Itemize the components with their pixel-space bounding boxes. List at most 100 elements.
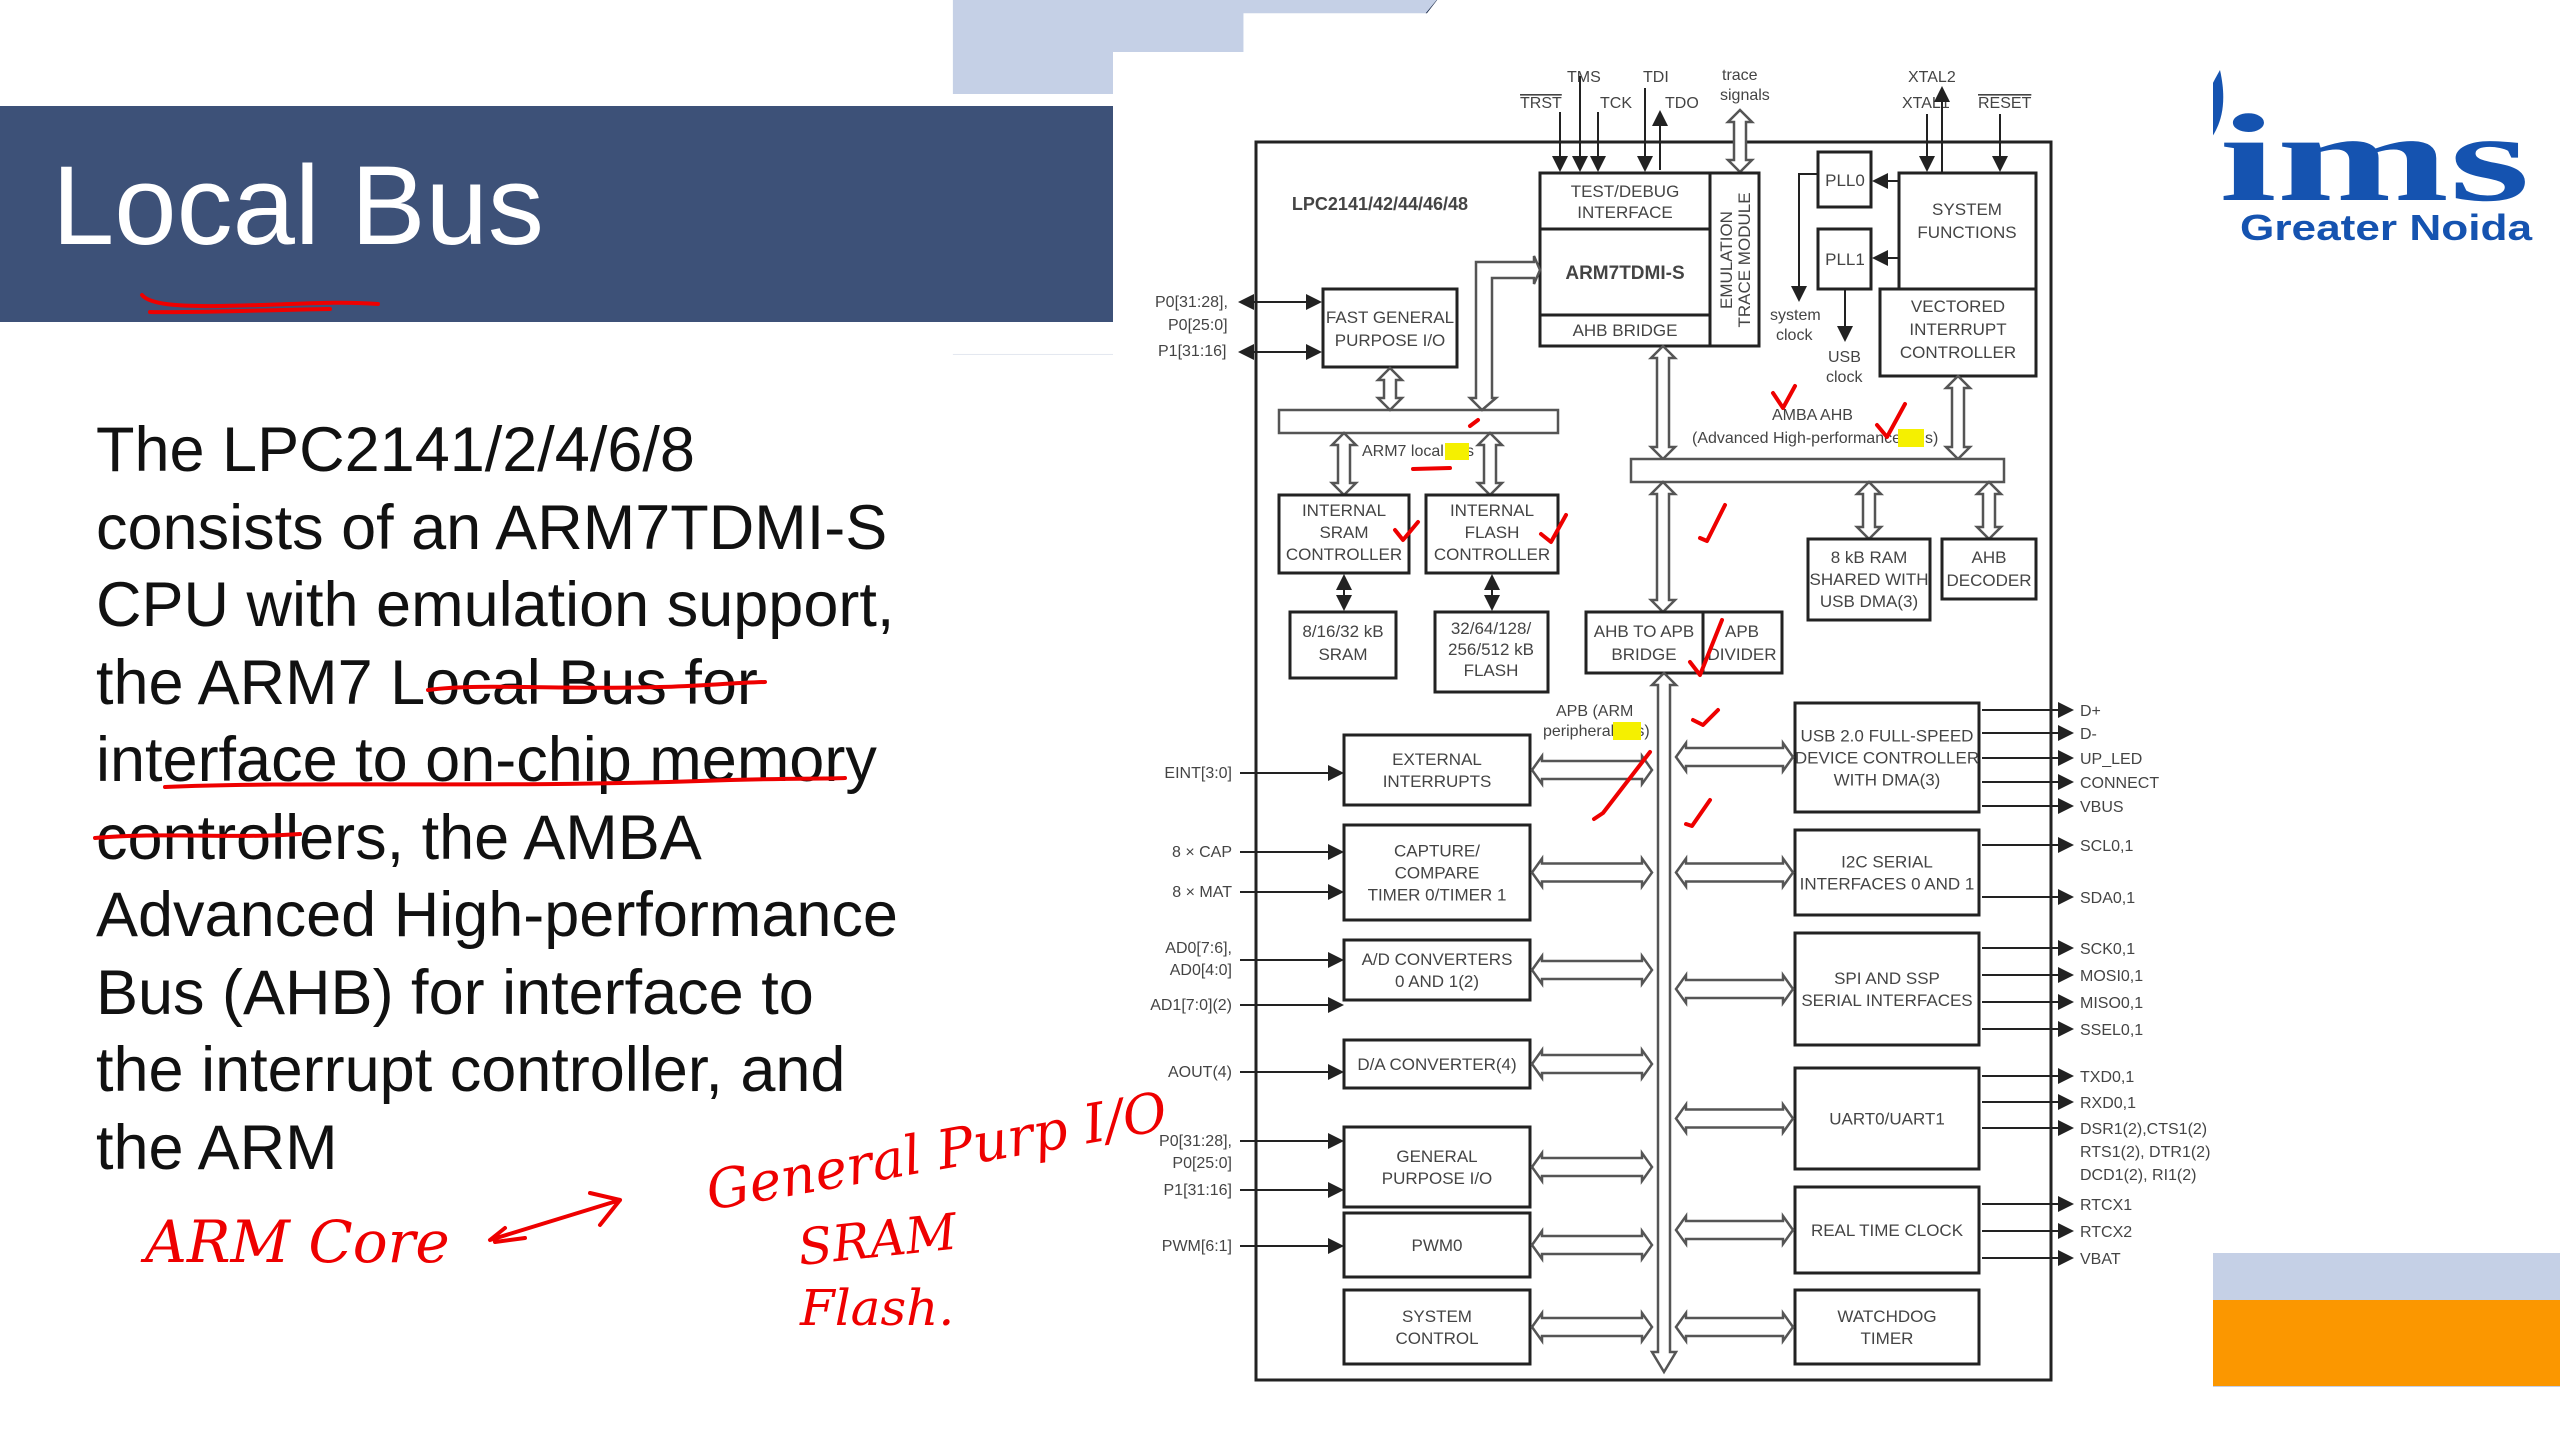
peripheral-label: I2C SERIAL (1841, 853, 1933, 872)
svg-text:(Advanced High-performance Bus: (Advanced High-performance Bus) (1692, 430, 1938, 447)
pin-label: SDA0,1 (2080, 890, 2135, 907)
chip-label: LPC2141/42/44/46/48 (1292, 194, 1468, 214)
peripheral-label: CONTROL (1395, 1329, 1478, 1348)
logo-subtitle: Greater Noida (2240, 207, 2533, 248)
body-line: The LPC2141/2/4/6/8 (96, 415, 695, 485)
svg-text:P0[31:28],: P0[31:28], (1155, 294, 1228, 311)
bus-connector (1530, 1309, 1654, 1345)
svg-text:CONTROLLER: CONTROLLER (1434, 545, 1550, 564)
peripheral-label: WATCHDOG (1837, 1307, 1936, 1326)
body-line: Advanced High-performance (96, 880, 898, 950)
check-mark (1691, 708, 1720, 727)
svg-text:INTERNAL: INTERNAL (1302, 501, 1386, 520)
peripheral-label: EXTERNAL (1392, 750, 1482, 769)
svg-text:BRIDGE: BRIDGE (1611, 645, 1676, 664)
pin-label: 8 × CAP (1172, 844, 1232, 861)
check-mark (1875, 402, 1907, 439)
underline-controllers (93, 832, 302, 840)
arm-core-arrow (488, 1191, 622, 1244)
svg-text:clock: clock (1776, 327, 1813, 344)
svg-text:256/512 kB: 256/512 kB (1448, 640, 1534, 659)
peripheral-label: CAPTURE/ (1394, 842, 1480, 861)
underline-local-bus-label (1411, 466, 1452, 471)
peripheral-label: A/D CONVERTERS (1362, 950, 1513, 969)
peripheral-label: GENERAL (1396, 1147, 1477, 1166)
pin-tms: TMS (1567, 69, 1601, 86)
svg-text:APB (ARM: APB (ARM (1556, 703, 1633, 720)
check-mark (1698, 503, 1727, 543)
svg-text:AHB: AHB (1972, 548, 2007, 567)
svg-text:INTERNAL: INTERNAL (1450, 501, 1534, 520)
svg-text:AHB BRIDGE: AHB BRIDGE (1573, 321, 1678, 340)
title-bar (0, 106, 1137, 322)
pin-label: UP_LED (2080, 751, 2142, 768)
corner-decor-orange (2207, 1300, 2560, 1386)
underline-local-bus (426, 680, 767, 692)
pin-label: D+ (2080, 703, 2101, 720)
slide-body-text: The LPC2141/2/4/6/8 consists of an ARM7T… (96, 412, 1096, 1187)
cpu-label: ARM7TDMI-S (1565, 263, 1684, 284)
pin-label: DSR1(2),CTS1(2) (2080, 1121, 2207, 1138)
svg-text:system: system (1770, 307, 1821, 324)
pin-label: CONNECT (2080, 775, 2159, 792)
svg-text:INTERFACE: INTERFACE (1577, 203, 1672, 222)
svg-text:FUNCTIONS: FUNCTIONS (1917, 223, 2016, 242)
svg-text:FLASH: FLASH (1464, 661, 1519, 680)
peripheral-label: TIMER 0/TIMER 1 (1368, 886, 1507, 905)
svg-text:USB DMA(3): USB DMA(3) (1820, 592, 1918, 611)
pin-label: SCL0,1 (2080, 838, 2133, 855)
svg-text:APB: APB (1725, 622, 1759, 641)
annotation-flash: Flash. (799, 1279, 954, 1337)
peripheral-label: D/A CONVERTER(4) (1357, 1055, 1516, 1074)
svg-text:FAST GENERAL: FAST GENERAL (1326, 308, 1454, 327)
annotation-gpio: General Purp I/O (701, 1080, 1172, 1223)
svg-text:P1[31:16]: P1[31:16] (1158, 343, 1227, 360)
svg-text:DECODER: DECODER (1946, 571, 2031, 590)
peripheral-label: UART0/UART1 (1829, 1110, 1945, 1129)
peripheral-label: DEVICE CONTROLLER (1795, 749, 1979, 768)
svg-text:P0[25:0]: P0[25:0] (1168, 317, 1228, 334)
pin-tdo: TDO (1665, 95, 1699, 112)
svg-text:PURPOSE I/O: PURPOSE I/O (1335, 331, 1446, 350)
jtag-pins: TMS TDI TRST TCK TDO trace signals XTAL2… (1520, 67, 2032, 174)
annotation-arm-core: ARM Core (140, 1208, 450, 1276)
bus-connector (1674, 1309, 1795, 1345)
trace-label: trace (1722, 67, 1758, 84)
check-mark (1771, 384, 1797, 410)
bus-connector (1674, 1100, 1795, 1137)
cpu-block: TEST/DEBUG INTERFACE ARM7TDMI-S AHB BRID… (1538, 171, 1761, 348)
svg-text:8 kB RAM: 8 kB RAM (1831, 548, 1908, 567)
svg-text:SYSTEM: SYSTEM (1932, 200, 2002, 219)
bus-connector (1530, 854, 1654, 891)
pin-label: P0[25:0] (1172, 1155, 1232, 1172)
pin-label: VBAT (2080, 1251, 2121, 1268)
check-mark (1592, 750, 1652, 821)
pin-label: EINT[3:0] (1164, 765, 1232, 782)
bus-connector (1530, 1227, 1654, 1263)
apb-bus: APB (ARM peripheral bus) (1543, 671, 1680, 1375)
peripheral-label: PWM0 (1412, 1236, 1463, 1255)
svg-text:TEST/DEBUG: TEST/DEBUG (1571, 182, 1680, 201)
pin-label: RXD0,1 (2080, 1095, 2136, 1112)
svg-text:USB: USB (1828, 349, 1861, 366)
pin-label: AD0[7:6], (1165, 940, 1232, 957)
body-line: the ARM (96, 1112, 338, 1183)
left-peripherals: EXTERNALINTERRUPTSEINT[3:0]CAPTURE/COMPA… (1150, 733, 1654, 1366)
peripheral-label: USB 2.0 FULL-SPEED (1801, 727, 1974, 746)
pin-label: SSEL0,1 (2080, 1022, 2143, 1039)
annotation-sram: SRAM (795, 1202, 961, 1277)
check-mark (1539, 513, 1568, 544)
check-mark (1688, 618, 1724, 677)
pin-label: VBUS (2080, 799, 2124, 816)
peripheral-label: SPI AND SSP (1834, 969, 1940, 988)
title-underline (140, 293, 380, 315)
peripheral-label: SYSTEM (1402, 1307, 1472, 1326)
pin-label: DCD1(2), RI1(2) (2080, 1167, 2196, 1184)
